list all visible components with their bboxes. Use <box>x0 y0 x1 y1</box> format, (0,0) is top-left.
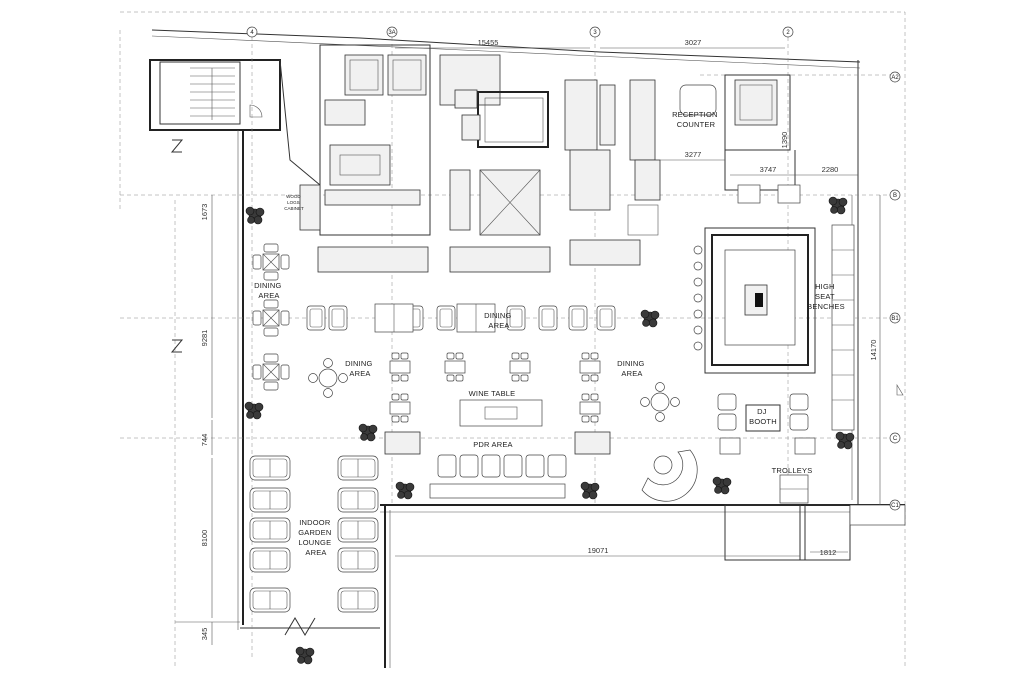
area-labels: RECEPTION COUNTER DINING AREA DINING ARE… <box>254 110 845 557</box>
label-dining-center: DINING AREA <box>484 311 514 330</box>
dim-8100: 8100 <box>200 530 209 547</box>
dim-3277: 3277 <box>685 150 702 159</box>
label-dj-booth: DJ BOOTH <box>749 407 777 426</box>
level-markers <box>170 139 904 396</box>
label-dining-top-left: DINING AREA <box>254 281 284 300</box>
high-seat-benches <box>831 224 855 431</box>
booth-row <box>306 303 616 333</box>
label-trolleys: TROLLEYS <box>772 466 813 475</box>
grid-marker-c1: C1 <box>889 499 901 511</box>
dim-19071: 19071 <box>588 546 609 555</box>
dim-15455: 15455 <box>478 38 499 47</box>
grid-marker-b1: B1 <box>889 312 901 324</box>
building-walls <box>119 11 906 668</box>
dim-9281: 9281 <box>200 330 209 347</box>
svg-text:3: 3 <box>593 30 597 36</box>
label-dining-right: DINING AREA <box>617 359 647 378</box>
label-wine-table: WINE TABLE <box>469 389 516 398</box>
dim-744: 744 <box>200 434 209 447</box>
svg-text:C1: C1 <box>891 503 899 509</box>
dim-3747: 3747 <box>760 165 777 174</box>
label-reception: RECEPTION COUNTER <box>672 110 720 129</box>
label-dining-mid-left: DINING AREA <box>345 359 375 378</box>
svg-text:2: 2 <box>786 30 790 36</box>
dim-2280: 2280 <box>822 165 839 174</box>
grid-marker-3a: 3A <box>386 26 398 38</box>
label-high-seat-benches: HIGH SEAT BENCHES <box>807 282 845 311</box>
grid-marker-c: C <box>889 432 901 444</box>
dim-345: 345 <box>200 628 209 641</box>
grid-marker-a2: A2 <box>889 71 901 83</box>
pdr-area <box>384 431 698 502</box>
trolleys <box>779 474 809 504</box>
svg-text:C: C <box>893 436 898 442</box>
reception-area <box>679 74 801 204</box>
dim-3027: 3027 <box>685 38 702 47</box>
wine-table <box>459 399 543 427</box>
grid-marker-4: 4 <box>246 26 258 38</box>
grid-marker-3: 3 <box>589 26 601 38</box>
svg-text:3A: 3A <box>388 30 395 36</box>
label-lounge: INDOOR GARDEN LOUNGE AREA <box>298 518 334 557</box>
svg-text:4: 4 <box>250 30 254 36</box>
svg-text:A2: A2 <box>891 75 899 81</box>
svg-text:B1: B1 <box>891 316 899 322</box>
dim-14170: 14170 <box>869 340 878 361</box>
lounge-furniture <box>249 455 379 636</box>
grid-marker-b: B <box>889 189 901 201</box>
grid-markers: 4 3A 3 2 A2 B B1 C C1 <box>246 26 901 511</box>
label-wood-logs: WOOD LOGS CABINET <box>284 194 304 211</box>
dim-1812: 1812 <box>820 548 837 557</box>
dimensions: 15455 3027 3277 1390 3747 2280 1673 9281… <box>200 38 881 645</box>
svg-text:B: B <box>893 193 897 199</box>
dj-booth <box>717 393 816 455</box>
dim-1390: 1390 <box>780 132 789 149</box>
grid-marker-2: 2 <box>782 26 794 38</box>
dim-1673: 1673 <box>200 204 209 221</box>
stair <box>190 67 263 120</box>
central-bar <box>693 227 816 374</box>
bar-stools <box>693 245 703 351</box>
label-pdr-area: PDR AREA <box>473 440 513 449</box>
kitchen-block <box>299 44 661 273</box>
dining-left-tables <box>252 243 290 391</box>
